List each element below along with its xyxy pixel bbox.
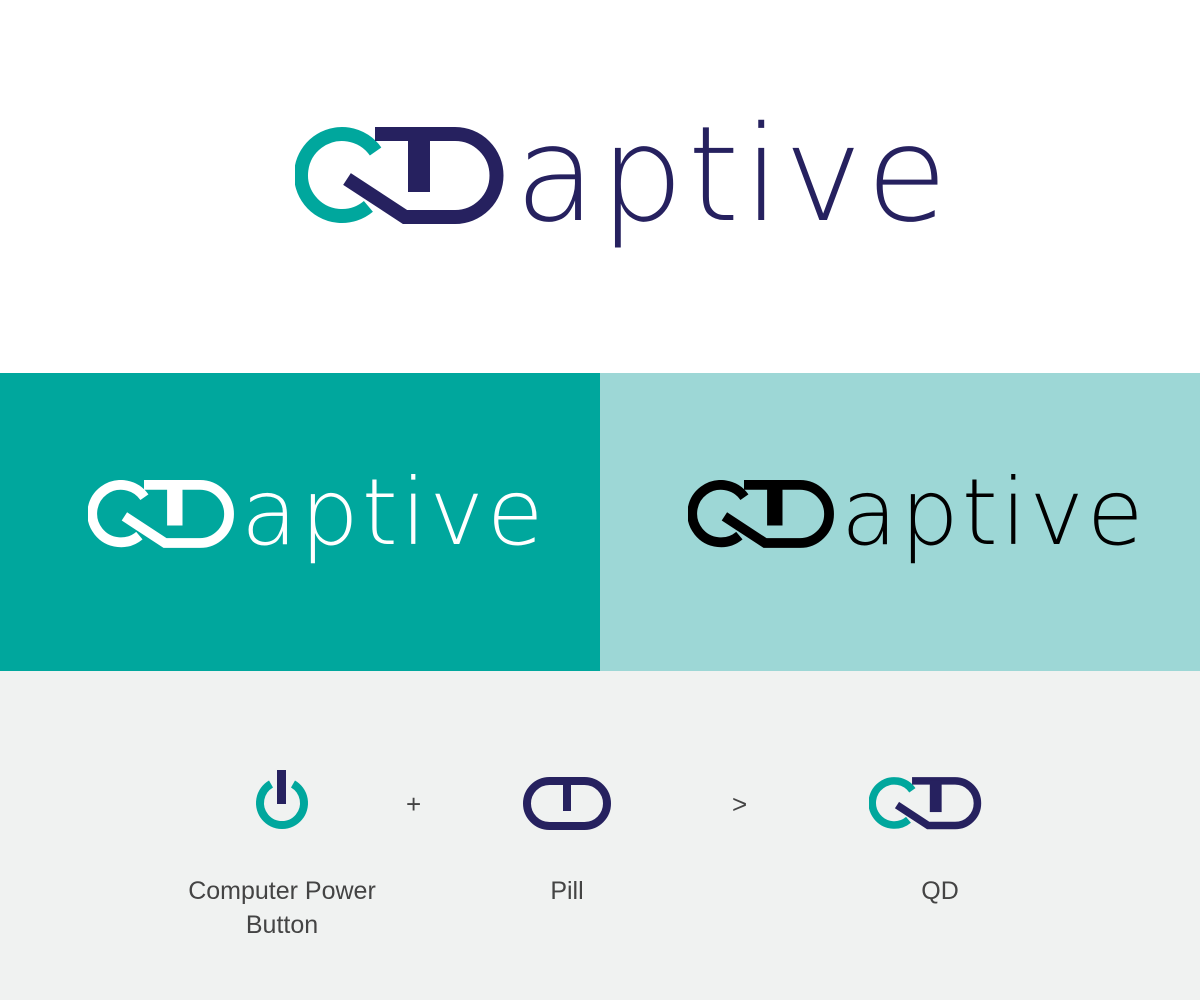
logo-white: aptive	[88, 467, 546, 559]
qd-mark-icon	[88, 480, 234, 548]
qd-mark-icon	[688, 480, 834, 548]
plus-sign: +	[406, 789, 422, 819]
logo-black: aptive	[688, 467, 1146, 559]
logo-wordmark: aptive	[241, 459, 547, 566]
logo-wordmark: aptive	[841, 459, 1147, 566]
label-pill: Pill	[550, 877, 584, 905]
result-sign: >	[732, 789, 748, 819]
primary-logo-section: aptive	[0, 0, 1200, 373]
black-on-light-teal-logo-section: aptive	[600, 373, 1200, 671]
label-qd: QD	[921, 877, 959, 905]
white-on-teal-logo-section: aptive	[0, 373, 600, 671]
logo-concept-section: + > Computer Power Button Pill QD	[0, 671, 1200, 1000]
primary-logo: aptive	[295, 109, 951, 241]
pill-icon	[523, 777, 611, 830]
label-computer-power-button: Computer Power Button	[188, 877, 376, 939]
power-button-icon	[256, 770, 308, 830]
qd-mark-icon	[869, 777, 982, 830]
logo-wordmark: aptive	[515, 98, 952, 252]
qd-mark-icon	[295, 127, 504, 224]
